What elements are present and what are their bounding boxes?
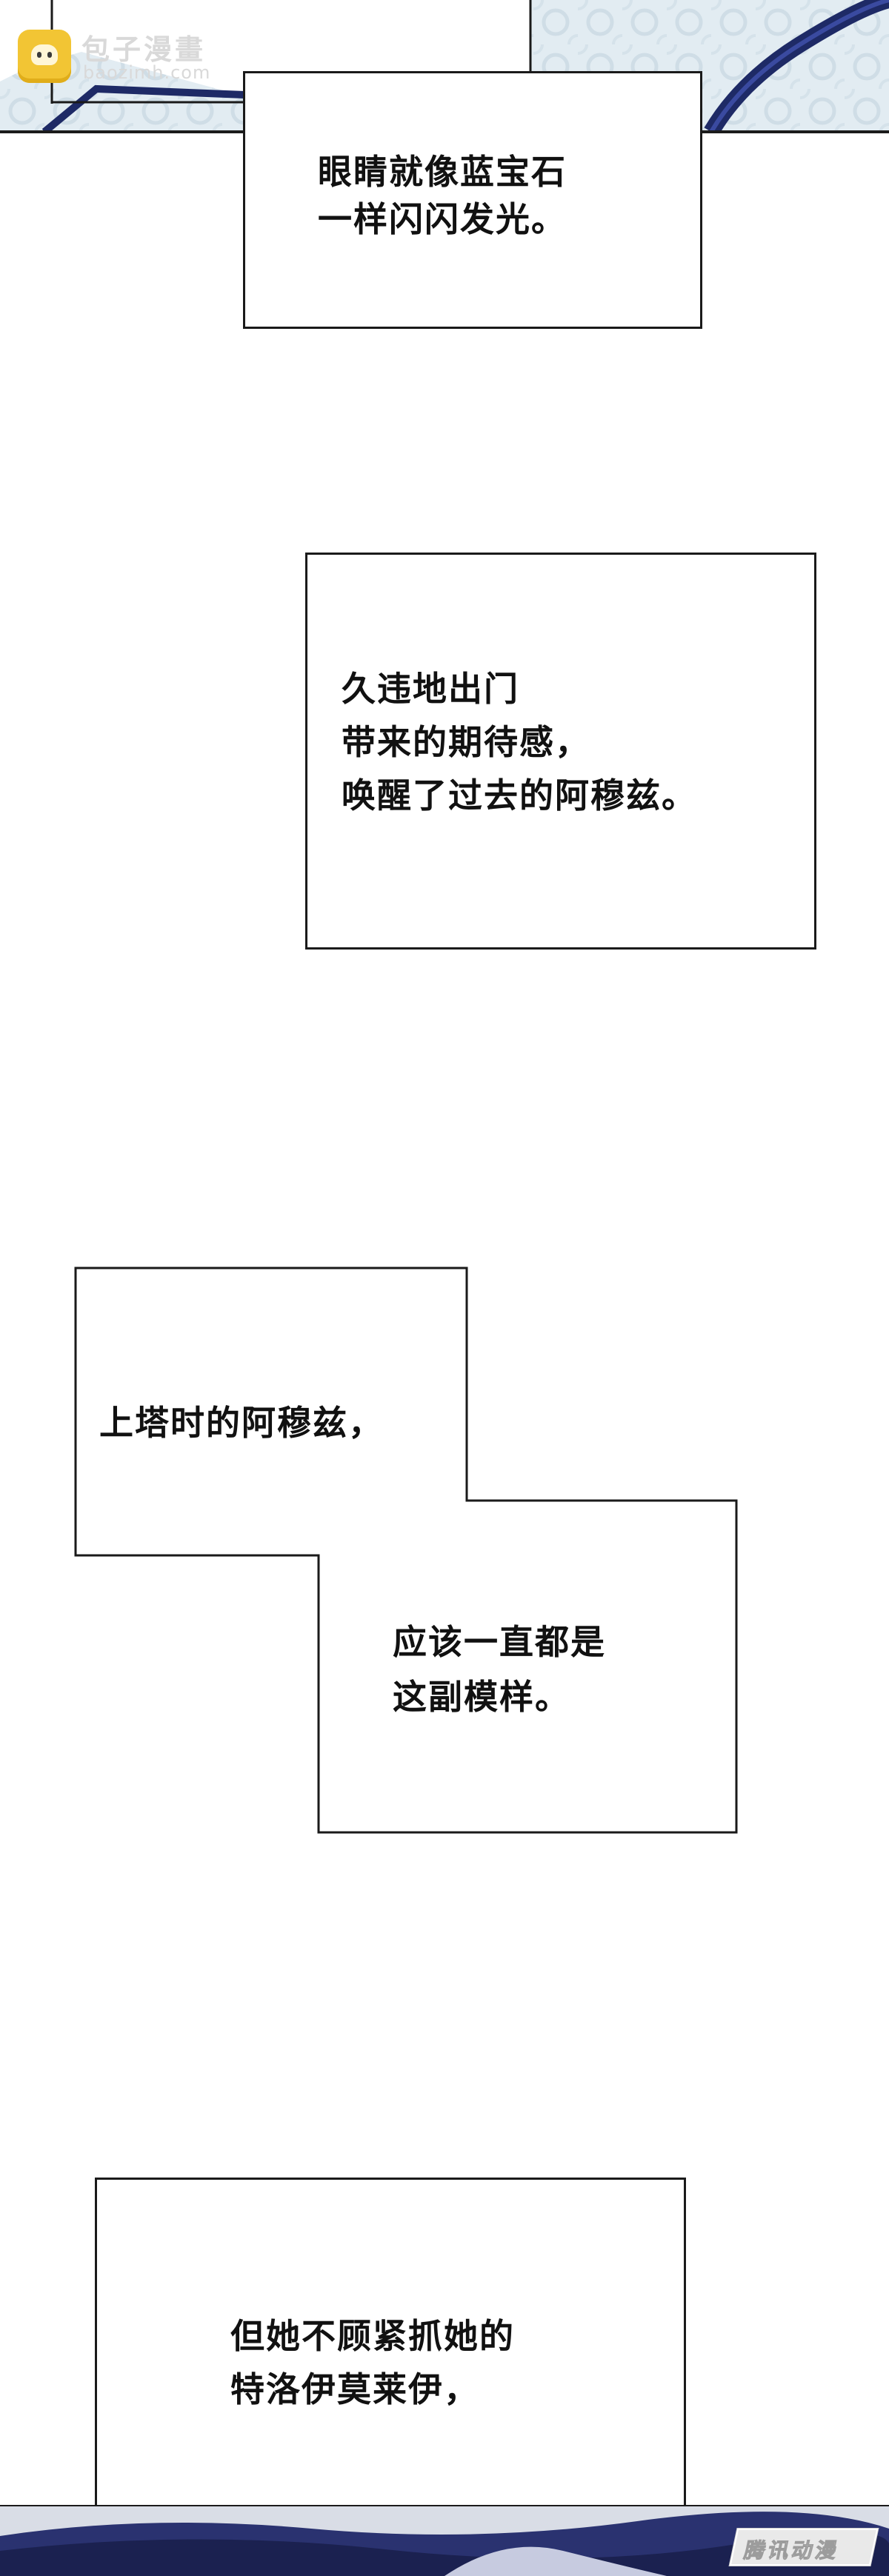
caption-line: 但她不顾紧抓她的 — [230, 2316, 515, 2356]
caption-line: 久违地出门 — [342, 669, 519, 709]
bottom-logo-text: 腾讯动漫 — [742, 2538, 842, 2563]
baozi-logo-icon — [18, 30, 71, 83]
caption-line-tower: 上塔时的阿穆兹， — [99, 1403, 384, 1443]
caption-step-frame — [74, 1267, 738, 1834]
caption-box-anticipation: 久违地出门 带来的期待感， 唤醒了过去的阿穆兹。 — [305, 553, 816, 950]
caption-line: 唤醒了过去的阿穆兹。 — [342, 775, 697, 815]
caption-box-sapphire-eyes: 眼睛就像蓝宝石 一样闪闪发光。 — [243, 71, 702, 329]
watermark-subtitle: baozimh.com — [83, 62, 211, 83]
caption-line: 特洛伊莫莱伊， — [230, 2369, 479, 2409]
caption-box-troy: 但她不顾紧抓她的 特洛伊莫莱伊， — [95, 2178, 686, 2549]
caption-line: 应该一直都是 — [393, 1622, 606, 1662]
top-art-panel — [0, 0, 889, 132]
watermark: 包子漫畫 baozimh.com — [18, 25, 270, 92]
caption-line: 这副模样。 — [393, 1677, 570, 1717]
watermark-title: 包子漫畫 — [81, 33, 207, 66]
caption-line: 一样闪闪发光。 — [318, 199, 567, 239]
caption-line: 眼睛就像蓝宝石 — [318, 152, 567, 192]
tencent-comic-logo: 腾讯动漫 — [729, 2529, 879, 2566]
caption-line: 带来的期待感， — [342, 722, 590, 762]
